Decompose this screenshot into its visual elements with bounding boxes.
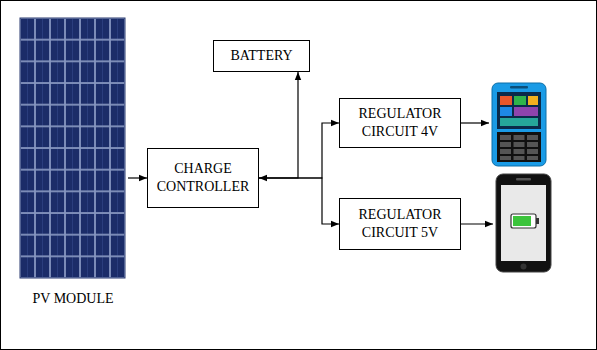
screen-tile <box>500 107 512 116</box>
phone-body <box>496 174 551 272</box>
screen-tile <box>514 107 538 116</box>
phone-keypad <box>497 132 541 162</box>
pv-module: PV MODULE <box>18 18 128 312</box>
box-label: BATTERY <box>230 47 292 65</box>
screen-tile <box>528 96 538 105</box>
battery-icon <box>511 214 536 228</box>
flow-arrow <box>259 178 339 224</box>
process-box: REGULATOR CIRCUIT 5V <box>339 198 461 250</box>
battery-level <box>513 216 531 226</box>
output-arrow <box>460 122 489 123</box>
feature-phone <box>492 83 546 166</box>
flow-arrow <box>128 177 147 178</box>
flow-arrow <box>259 72 298 178</box>
flow-arrow <box>259 123 339 178</box>
keypad-keys <box>500 135 538 160</box>
screen-tile <box>500 96 512 105</box>
box-label: REGULATOR CIRCUIT 5V <box>346 206 454 242</box>
phone-body <box>492 83 546 166</box>
phone-speaker <box>516 178 531 181</box>
phone-speaker <box>510 86 528 89</box>
process-box: REGULATOR CIRCUIT 4V <box>339 98 461 148</box>
phone-screen <box>501 185 546 261</box>
battery-nub <box>536 218 539 224</box>
phone-screen <box>497 92 541 129</box>
process-box: CHARGE CONTROLLER <box>147 148 259 208</box>
box-label: REGULATOR CIRCUIT 4V <box>346 105 454 141</box>
screen-tile <box>514 96 526 105</box>
screen-tile <box>500 118 538 126</box>
module-label: PV MODULE <box>32 290 113 308</box>
home-button <box>521 264 527 270</box>
storage-box: BATTERY <box>213 40 310 72</box>
box-label: CHARGE CONTROLLER <box>154 160 252 196</box>
solar-panel <box>20 18 125 278</box>
smartphone <box>496 174 551 272</box>
output-arrow <box>460 223 493 224</box>
